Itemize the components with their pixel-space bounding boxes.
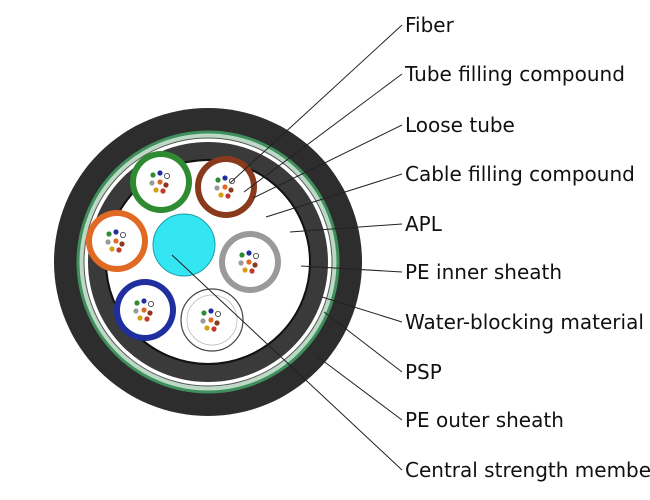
leader-pe-inner-sheath <box>300 265 403 273</box>
fiber-bundle <box>238 250 259 274</box>
leader-loose-tube <box>252 124 403 199</box>
label-central-strength-member: Central strength member <box>405 458 650 482</box>
label-pe-inner-sheath: PE inner sheath <box>405 260 563 284</box>
loose-tube-blue <box>114 279 176 341</box>
fiber-bundle <box>149 170 170 194</box>
label-tube-filling-compound: Tube filling compound <box>405 62 625 86</box>
leader-water-blocking-material <box>321 296 403 323</box>
leader-psp <box>323 311 403 373</box>
loose-tube-brown <box>195 156 257 218</box>
central-strength-member <box>152 213 216 277</box>
label-apl: APL <box>405 212 442 236</box>
label-fiber: Fiber <box>405 13 454 37</box>
fiber-bundle <box>105 229 127 253</box>
label-cable-filling-compound: Cable filling compound <box>405 162 635 186</box>
fiber-bundle <box>133 298 154 322</box>
label-psp: PSP <box>405 360 442 384</box>
leader-fiber <box>229 24 403 184</box>
label-water-blocking-material: Water-blocking material <box>405 310 644 334</box>
loose-tube-white <box>180 288 244 352</box>
loose-tube-grey <box>219 231 281 293</box>
loose-tube-green <box>130 151 192 213</box>
leader-tube-filling-compound <box>243 73 403 193</box>
leader-apl <box>289 223 403 233</box>
label-pe-outer-sheath: PE outer sheath <box>405 408 564 432</box>
leader-pe-outer-sheath <box>317 356 403 421</box>
leader-cable-filling-compound <box>265 173 403 218</box>
loose-tube-orange <box>86 210 148 272</box>
label-loose-tube: Loose tube <box>405 113 515 137</box>
fiber-bundle <box>200 308 221 332</box>
leader-central-strength-member <box>171 254 403 471</box>
